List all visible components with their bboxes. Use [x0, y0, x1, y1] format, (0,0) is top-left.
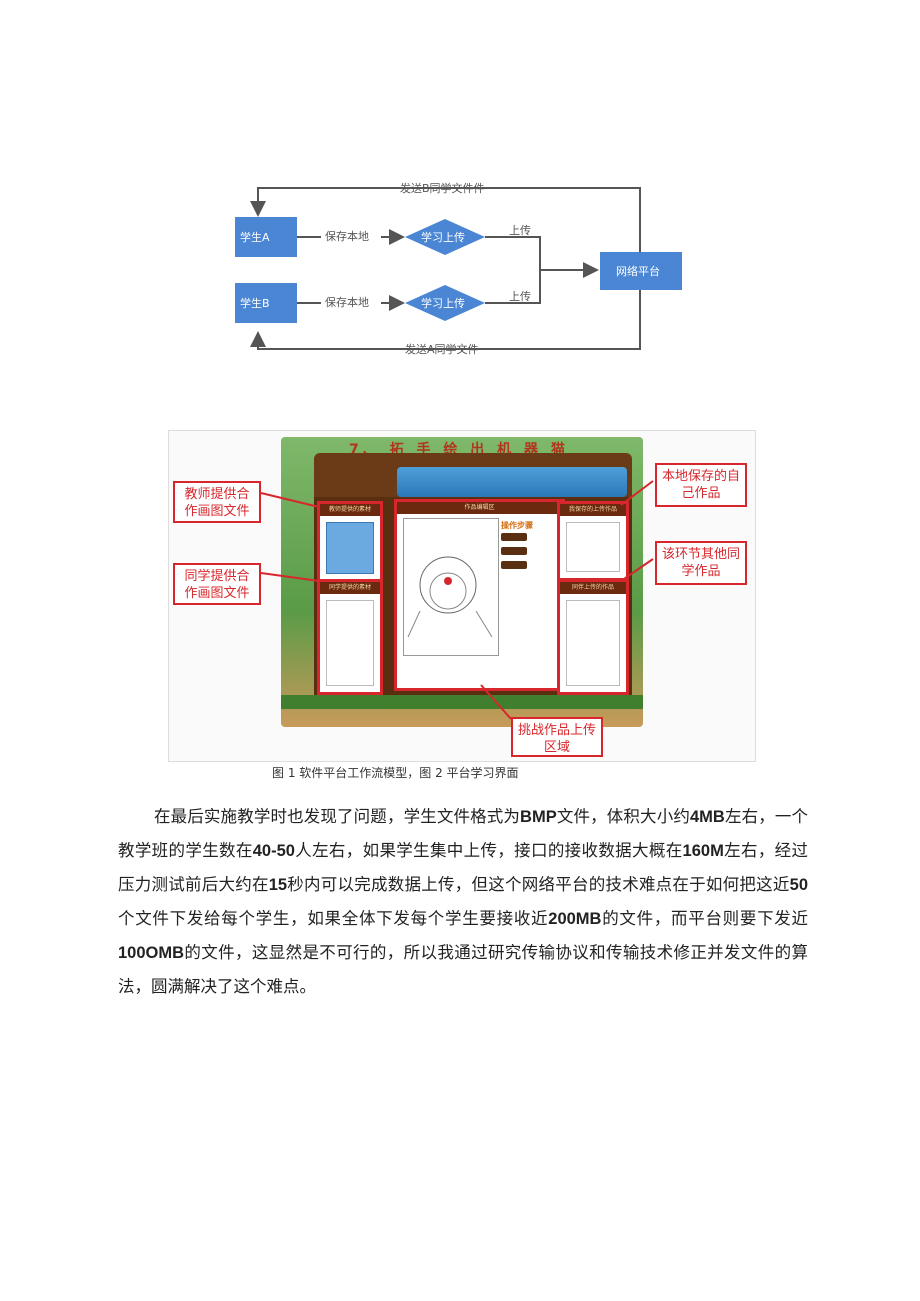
platform-screenshot: 7、 拓 手 绘 出 机 器 猫 教师提供的素材 同学提供的素材 作品编辑区 操… [168, 430, 756, 762]
edge-label-upload-b: 上传 [509, 290, 531, 303]
edge-send-b [250, 187, 641, 253]
drawing-canvas[interactable] [403, 518, 499, 656]
para-text-1: 在最后实施教学时也发现了问题，学生文件格式为 [154, 807, 521, 826]
body-paragraph: 在最后实施教学时也发现了问题，学生文件格式为BMP文件，体积大小约4MB左右，一… [118, 800, 808, 1003]
para-bold-15: 15 [268, 876, 288, 894]
callout-others-work: 该环节其他同学作品 [655, 541, 747, 585]
node-student-a-label: 学生A [240, 230, 270, 244]
doraemon-sketch [407, 556, 493, 638]
edge-label-send-a: 发送A同学文件 [405, 342, 479, 356]
work-edit-panel: 作品编辑区 操作步骤 [394, 499, 565, 691]
edge-label-save-a: 保存本地 [325, 229, 369, 243]
others-work-panel: 同伴上传的作品 [557, 579, 629, 695]
others-work-thumb[interactable] [566, 600, 620, 686]
callout-local-work: 本地保存的自己作品 [655, 463, 747, 507]
para-text-8: 的文件，而平台则要下发近 [601, 909, 809, 928]
local-work-panel: 我保存的上传作品 [557, 501, 629, 581]
para-bold-200mb: 200MB [548, 910, 602, 928]
teacher-file-panel: 教师提供的素材 [317, 501, 383, 583]
teacher-panel-head: 教师提供的素材 [320, 504, 380, 516]
para-text-3: 左右，一个教学班的学生数在 [118, 807, 809, 860]
para-bold-bmp: BMP [520, 808, 557, 826]
edge-send-a [250, 290, 641, 350]
para-text-4: 人左右，如果学生集中上传，接口的接收数据大概在 [294, 841, 683, 860]
local-work-thumb[interactable] [566, 522, 620, 572]
para-bold-50: 50 [789, 876, 809, 894]
classmate-panel-head: 同学提供的素材 [320, 582, 380, 594]
screenshot-footer [281, 695, 643, 709]
screenshot-header-band [397, 467, 627, 497]
classmate-file-panel: 同学提供的素材 [317, 579, 383, 695]
node-decision-a-label: 学习上传 [421, 230, 465, 244]
para-bold-100omb: 100OMB [118, 944, 185, 962]
node-student-b-label: 学生B [240, 296, 270, 310]
para-text-2: 文件，体积大小约 [556, 807, 690, 826]
para-bold-160m: 160M [682, 842, 724, 860]
workflow-diagram: 发送B同学文件件 发送A同学文件 学生A 学生B 保存本地 保存本地 学习上传 … [235, 181, 682, 356]
step-button-1[interactable] [501, 533, 527, 541]
para-bold-40-50: 40-50 [252, 842, 295, 860]
local-panel-head: 我保存的上传作品 [560, 504, 626, 516]
para-text-7: 个文件下发给每个学生，如果全体下发每个学生要接收近 [118, 909, 549, 928]
steps-title: 操作步骤 [501, 521, 533, 530]
others-panel-head: 同伴上传的作品 [560, 582, 626, 594]
callout-classmate-file: 同学提供合作画图文件 [173, 563, 261, 605]
node-student-a [235, 217, 297, 257]
work-panel-head: 作品编辑区 [397, 502, 562, 514]
callout-upload-area: 挑战作品上传区域 [511, 717, 603, 757]
para-text-9: 的文件，这显然是不可行的，所以我通过研究传输协议和传输技术修正并发文件的算法，圆… [118, 943, 808, 996]
steps-note: 操作步骤 [501, 522, 551, 575]
node-student-b [235, 283, 297, 323]
edge-label-upload-a: 上传 [509, 224, 531, 237]
classmate-file-thumb[interactable] [326, 600, 374, 686]
node-decision-b [405, 285, 485, 321]
para-bold-4mb: 4MB [689, 808, 725, 826]
node-platform-label: 网络平台 [616, 264, 660, 278]
para-text-6: 秒内可以完成数据上传，但这个网络平台的技术难点在于如何把这近 [287, 875, 790, 894]
para-text-5: 左右，经过压力测试前后大约在 [118, 841, 809, 894]
callout-teacher-file: 教师提供合作画图文件 [173, 481, 261, 523]
node-decision-b-label: 学习上传 [421, 296, 465, 310]
node-decision-a [405, 219, 485, 255]
step-button-3[interactable] [501, 561, 527, 569]
step-button-2[interactable] [501, 547, 527, 555]
teacher-file-thumb[interactable] [326, 522, 374, 574]
figure-caption: 图 1 软件平台工作流模型，图 2 平台学习界面 [272, 766, 519, 780]
node-platform [600, 252, 682, 290]
edge-label-save-b: 保存本地 [325, 295, 369, 309]
edge-label-send-b: 发送B同学文件件 [400, 181, 485, 195]
